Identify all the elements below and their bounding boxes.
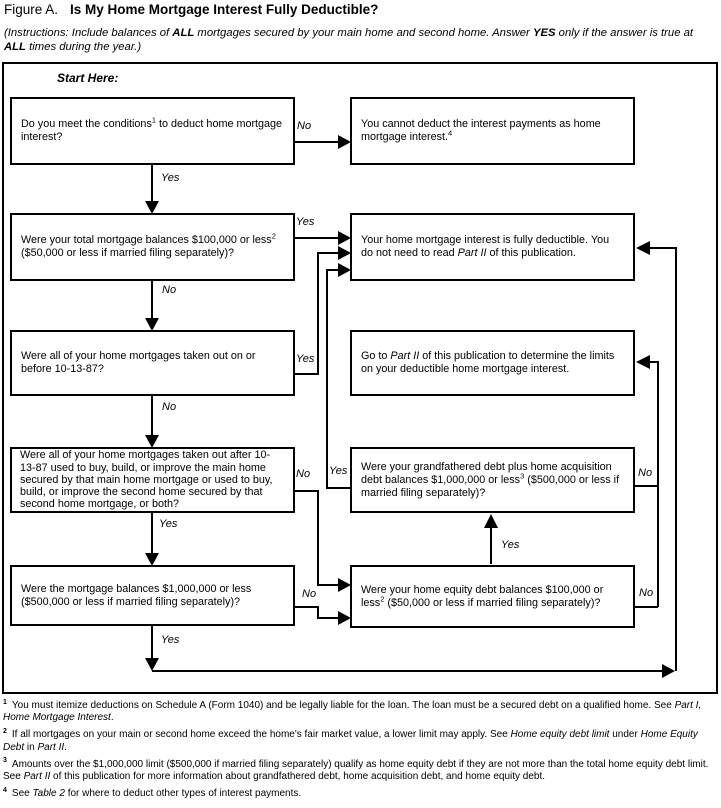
node-after-101387-question: Were all of your home mortgages taken ou… [10,447,295,513]
instructions-text: (Instructions: Include balances of ALL m… [4,27,694,53]
edge-label-before-yes: Yes [296,353,315,365]
edge-label-balances1m-no: No [302,588,317,600]
edge-label-conditions-no: No [297,120,312,132]
edge-label-conditions-yes: Yes [161,172,180,184]
node-text: Go to Part II of this publication to det… [361,350,615,375]
node-total-balances-question: Were your total mortgage balances $100,0… [10,213,295,281]
node-before-101387-question: Were all of your home mortgages taken ou… [10,330,295,396]
node-conditions-question: Do you meet the conditions1 to deduct ho… [10,97,295,165]
edge-label-before-no: No [162,401,177,413]
footnote-text: If all mortgages on your main or second … [3,729,698,753]
footnote-marker: 1 [3,698,7,706]
figure-label: Figure A. [4,2,59,17]
start-here-label: Start Here: [57,71,119,85]
footnote-marker: 3 [3,757,7,765]
footnote-text: See Table 2 for where to deduct other ty… [11,787,302,799]
footnote-marker: 4 [3,786,7,794]
node-text: Were your total mortgage balances $100,0… [21,231,276,259]
edge-label-grandfathered-yes: Yes [329,465,348,477]
edge-label-after-no: No [296,468,311,480]
edge-label-home-equity-yes: Yes [501,539,520,551]
footnote-4: 4 See Table 2 for where to deduct other t… [3,786,717,800]
node-text: Were your grandfathered debt plus home a… [361,460,620,499]
node-home-equity-question: Were your home equity debt balances $100… [350,565,635,628]
edge-label-after-yes: Yes [159,518,178,530]
node-text: Your home mortgage interest is fully ded… [361,234,610,259]
node-text: Were all of your home mortgages taken ou… [20,449,273,511]
node-text: Were your home equity debt balances $100… [361,583,604,609]
footnote-marker: 2 [3,727,7,735]
footnote-text: Amounts over the $1,000,000 limit ($500,… [3,758,709,783]
node-grandfathered-debt-question: Were your grandfathered debt plus home a… [350,447,635,513]
node-mortgage-balances-question: Were the mortgage balances $1,000,000 or… [10,565,295,626]
footnote-text: You must itemize deductions on Schedule … [3,700,702,724]
node-go-to-part2: Go to Part II of this publication to det… [350,330,635,396]
page-title: Figure A. Is My Home Mortgage Interest Fu… [4,2,378,17]
edge-label-balances1m-yes: Yes [161,634,180,646]
node-fully-deductible: Your home mortgage interest is fully ded… [350,213,635,281]
edge-label-total-balances-yes: Yes [296,216,315,228]
edge-label-grandfathered-no: No [638,467,653,479]
edge-label-home-equity-no: No [639,587,654,599]
node-text: You cannot deduct the interest payments … [361,118,601,143]
edge-label-total-balances-no: No [162,284,177,296]
flowchart-frame [2,62,718,694]
node-text: Were the mortgage balances $1,000,000 or… [21,582,252,608]
node-cannot-deduct: You cannot deduct the interest payments … [350,97,635,165]
node-text: Were all of your home mortgages taken ou… [21,350,256,375]
node-text: Do you meet the conditions1 to deduct ho… [21,115,283,143]
figure-title-text: Is My Home Mortgage Interest Fully Deduc… [70,2,379,17]
